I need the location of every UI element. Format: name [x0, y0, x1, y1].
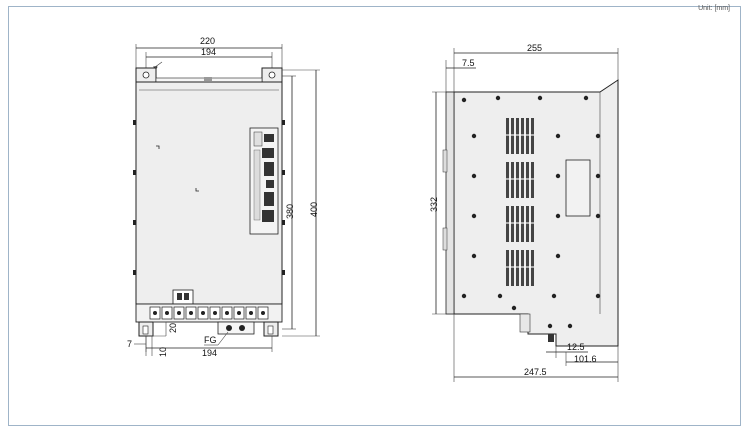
dim-101-6: 101.6 [574, 354, 597, 364]
dim-mount-width-top: 194 [201, 47, 216, 57]
dim-bottom-20: 20 [168, 323, 178, 333]
side-view: 255 7.5 332 [429, 43, 619, 382]
dim-mount-height: 380 [285, 204, 295, 219]
dim-bottom-7: 7 [127, 339, 132, 349]
side-label-window [565, 159, 591, 217]
dim-total-width: 220 [200, 36, 215, 46]
side-enclosure [453, 79, 619, 347]
front-view: 220 194 φ7 [127, 36, 320, 358]
side-flange [445, 91, 455, 315]
terminal-block [135, 303, 283, 323]
dim-mount-width-bottom: 194 [202, 348, 217, 358]
dim-total-height: 400 [309, 202, 319, 217]
terminal-cover [172, 289, 194, 305]
dim-height: 332 [429, 197, 439, 212]
unit-label: Unit: [mm] [698, 5, 730, 12]
dim-12-5: 12.5 [567, 342, 585, 352]
front-enclosure [135, 81, 283, 305]
fg-plate [217, 321, 255, 335]
drawing-frame: Unit: [mm] [8, 5, 741, 426]
dim-bottom-10: 10 [158, 347, 168, 357]
dim-depth: 255 [527, 43, 542, 53]
label-fg: FG [204, 335, 217, 345]
dim-offset: 7.5 [462, 58, 475, 68]
dim-247-5: 247.5 [524, 367, 547, 377]
